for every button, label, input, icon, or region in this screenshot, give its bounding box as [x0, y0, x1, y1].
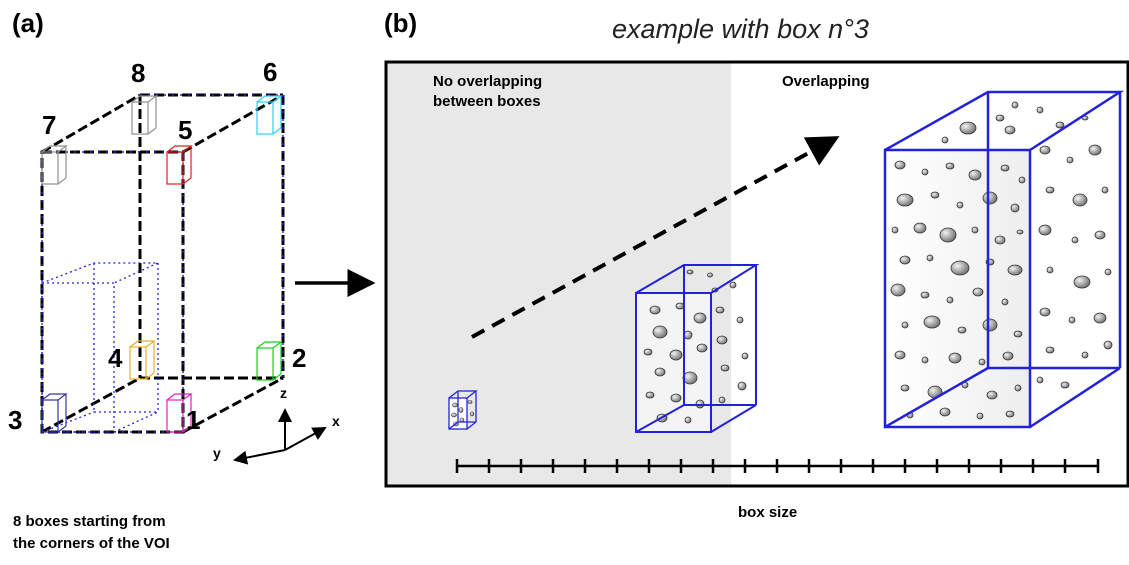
corner-label-8: 8: [131, 58, 146, 88]
corner-label-1: 1: [186, 405, 201, 435]
panel-a-label: (a): [12, 8, 44, 38]
panel-b-title: example with box n°3: [612, 14, 869, 44]
panel-b-label: (b): [384, 8, 418, 38]
panel-a-caption-line1: 8 boxes starting from: [13, 513, 166, 530]
voi-box: [40, 93, 285, 434]
corner-label-2: 2: [292, 343, 307, 373]
corner-box-8: [131, 95, 158, 135]
corner-label-6: 6: [263, 57, 278, 87]
box-size-label: box size: [738, 504, 798, 521]
corner-box-1: [166, 393, 193, 433]
corner-label-7: 7: [42, 110, 57, 140]
corner-label-5: 5: [178, 115, 193, 145]
no-overlap-label-line1: No overlapping: [433, 73, 543, 90]
box-size-scale: [455, 459, 1100, 473]
corner-box-3: [41, 393, 68, 433]
medium-box: [635, 264, 760, 433]
corner-box-5: [166, 145, 193, 185]
inner-dotted-box: [41, 262, 159, 433]
axes-triad: [233, 408, 327, 465]
panel-b-frame: [384, 60, 1129, 488]
corner-box-2: [256, 341, 283, 381]
axis-z-label: z: [280, 385, 287, 401]
small-box: [448, 390, 478, 430]
axis-x-label: x: [332, 413, 340, 429]
axis-y-label: y: [213, 445, 221, 461]
corner-label-3: 3: [8, 405, 23, 435]
overlap-label: Overlapping: [782, 73, 870, 90]
corner-box-4: [129, 340, 156, 380]
corner-label-4: 4: [108, 343, 123, 373]
large-box: [883, 90, 1125, 429]
no-overlap-label-line2: between boxes: [433, 93, 541, 110]
corner-box-7: [41, 145, 68, 185]
panel-a-caption-line2: the corners of the VOI: [13, 535, 170, 552]
corner-box-6: [256, 95, 283, 135]
trend-arrow: [471, 136, 840, 339]
